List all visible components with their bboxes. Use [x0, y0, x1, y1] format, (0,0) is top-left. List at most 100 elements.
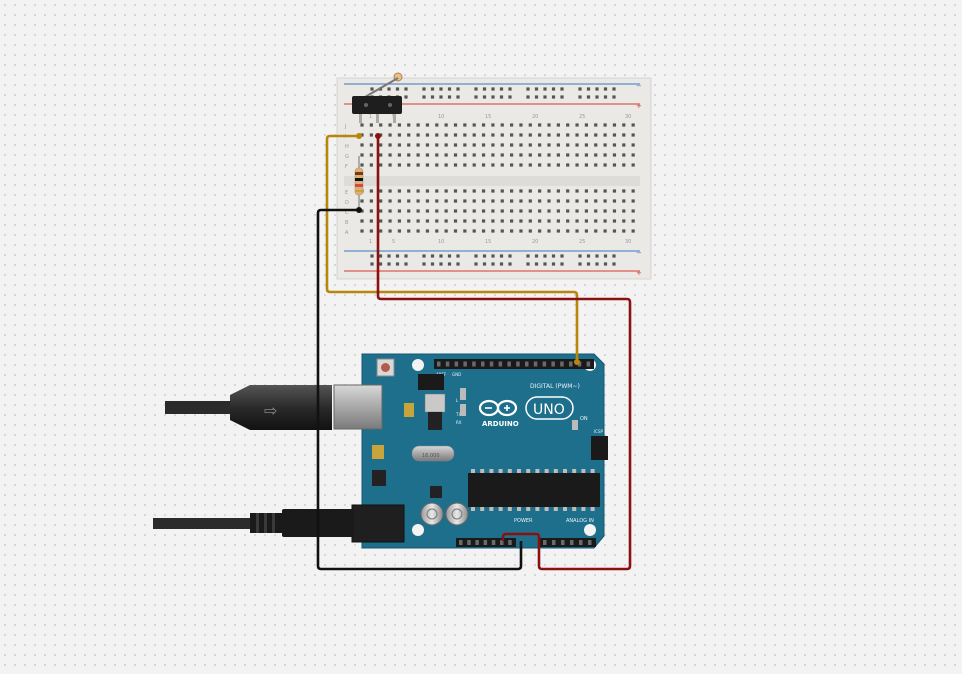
- resistor[interactable]: [354, 156, 364, 207]
- breadboard-hole: [622, 199, 626, 203]
- breadboard-hole: [360, 133, 364, 137]
- breadboard-hole: [528, 163, 532, 167]
- svg-text:10: 10: [438, 114, 444, 120]
- rail-hole: [499, 254, 504, 258]
- digital-label: DIGITAL (PWM~): [530, 383, 580, 390]
- breadboard-hole: [397, 163, 401, 167]
- breadboard-hole: [397, 123, 401, 127]
- header-pin: [491, 540, 496, 545]
- breadboard-hole: [510, 189, 514, 193]
- digital-header[interactable]: [434, 359, 594, 369]
- breadboard-hole: [622, 143, 626, 147]
- breadboard-hole: [584, 219, 588, 223]
- rail-hole: [491, 87, 495, 91]
- breadboard-hole: [360, 199, 364, 203]
- breadboard-hole: [463, 209, 467, 213]
- breadboard-hole: [500, 123, 504, 127]
- chip-pin: [544, 469, 549, 473]
- rail-hole: [447, 95, 452, 99]
- usb-b-port[interactable]: [333, 384, 383, 430]
- micro-switch[interactable]: [352, 72, 403, 123]
- breadboard-hole: [510, 229, 514, 233]
- rail-hole: [560, 87, 564, 91]
- wire-red[interactable]: [375, 133, 632, 571]
- breadboard[interactable]: − + − + 1 5 10 15 20 25 30 1 5 10 15 20 …: [336, 77, 652, 280]
- breadboard-hole: [528, 219, 532, 223]
- svg-text:C: C: [345, 210, 349, 216]
- breadboard-hole: [603, 133, 607, 137]
- analog-header[interactable]: [540, 538, 596, 547]
- breadboard-hole: [612, 133, 617, 137]
- breadboard-hole: [547, 199, 551, 203]
- breadboard-hole: [528, 209, 532, 213]
- breadboard-hole: [584, 209, 588, 213]
- breadboard-hole: [622, 209, 626, 213]
- breadboard-hole: [528, 133, 532, 137]
- icsp-label: ICSP: [594, 429, 604, 434]
- breadboard-hole: [594, 209, 598, 213]
- breadboard-hole: [369, 153, 373, 157]
- breadboard-hole: [388, 209, 392, 213]
- rail-hole: [526, 254, 530, 258]
- chip-pin: [590, 507, 595, 511]
- breadboard-hole: [444, 153, 448, 157]
- breadboard-hole: [388, 143, 392, 147]
- breadboard-hole: [444, 123, 448, 127]
- usb-cable[interactable]: ⇨: [165, 385, 332, 430]
- rail-hole: [551, 262, 556, 266]
- breadboard-hole: [500, 229, 504, 233]
- breadboard-hole: [369, 219, 373, 223]
- breadboard-hole: [622, 163, 626, 167]
- breadboard-hole: [603, 229, 607, 233]
- breadboard-hole: [538, 209, 542, 213]
- rail-hole: [370, 87, 374, 91]
- rail-hole: [595, 254, 599, 258]
- breadboard-hole: [584, 133, 588, 137]
- rail-hole: [430, 87, 435, 91]
- rail-hole: [603, 87, 608, 91]
- breadboard-hole: [453, 189, 458, 193]
- uno-badge: [525, 396, 574, 420]
- icsp-header-2[interactable]: [418, 374, 444, 390]
- rail-hole: [603, 262, 608, 266]
- rail-hole: [456, 87, 460, 91]
- breadboard-hole: [360, 209, 364, 213]
- rail-hole: [543, 87, 547, 91]
- breadboard-hole: [612, 153, 617, 157]
- breadboard-hole: [510, 209, 514, 213]
- breadboard-hole: [407, 143, 411, 147]
- rail-hole: [595, 262, 599, 266]
- breadboard-hole: [425, 199, 430, 203]
- breadboard-hole: [510, 219, 514, 223]
- power-cable[interactable]: [153, 509, 354, 537]
- wire-yellow[interactable]: [325, 133, 580, 365]
- chip-pin: [498, 469, 503, 473]
- rail-hole: [447, 87, 452, 91]
- arduino-uno-board[interactable]: DIGITAL (PWM~) POWER ANALOG IN ON ICSP L…: [333, 353, 608, 549]
- rail-hole: [456, 95, 460, 99]
- header-pin: [560, 361, 564, 367]
- chip-pin: [471, 469, 475, 473]
- breadboard-hole: [566, 199, 570, 203]
- breadboard-hole: [538, 163, 542, 167]
- rail-hole: [430, 95, 435, 99]
- chip-pin: [489, 469, 494, 473]
- breadboard-hole: [603, 189, 607, 193]
- power-jack[interactable]: [351, 504, 405, 543]
- rail-hole: [595, 87, 599, 91]
- breadboard-hole: [547, 229, 551, 233]
- breadboard-hole: [491, 209, 495, 213]
- breadboard-hole: [425, 219, 430, 223]
- wire-black[interactable]: [316, 207, 523, 571]
- breadboard-hole: [481, 219, 486, 223]
- icsp-header[interactable]: [591, 436, 608, 460]
- chip-pin: [535, 507, 540, 511]
- chip-pin: [535, 469, 540, 473]
- breadboard-hole: [566, 219, 570, 223]
- reset-button-cap[interactable]: [381, 363, 390, 372]
- breadboard-hole: [360, 219, 364, 223]
- breadboard-hole: [510, 153, 514, 157]
- breadboard-hole: [538, 143, 542, 147]
- svg-text:E: E: [345, 190, 348, 196]
- breadboard-hole: [425, 209, 430, 213]
